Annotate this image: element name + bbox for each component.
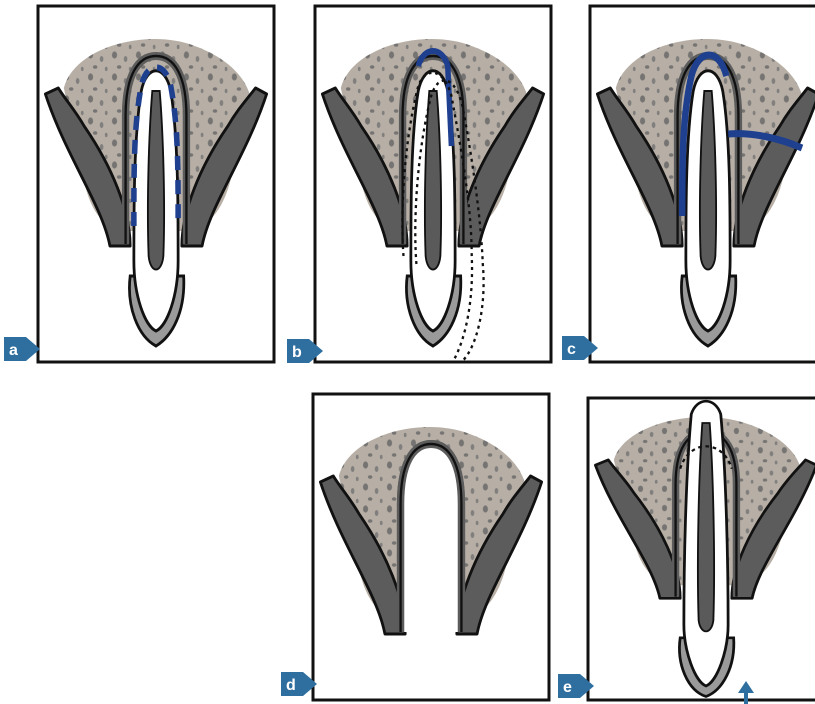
label-d: d	[286, 677, 296, 694]
panel-e	[588, 398, 815, 704]
label-a: a	[9, 342, 18, 359]
panel-d	[313, 394, 549, 700]
panel-a	[38, 6, 274, 362]
label-c: c	[567, 341, 576, 358]
label-e: e	[563, 679, 572, 696]
label-badge-a: a	[4, 337, 40, 361]
panel-b	[315, 6, 551, 362]
label-b: b	[292, 344, 302, 361]
panel-c	[590, 6, 815, 362]
